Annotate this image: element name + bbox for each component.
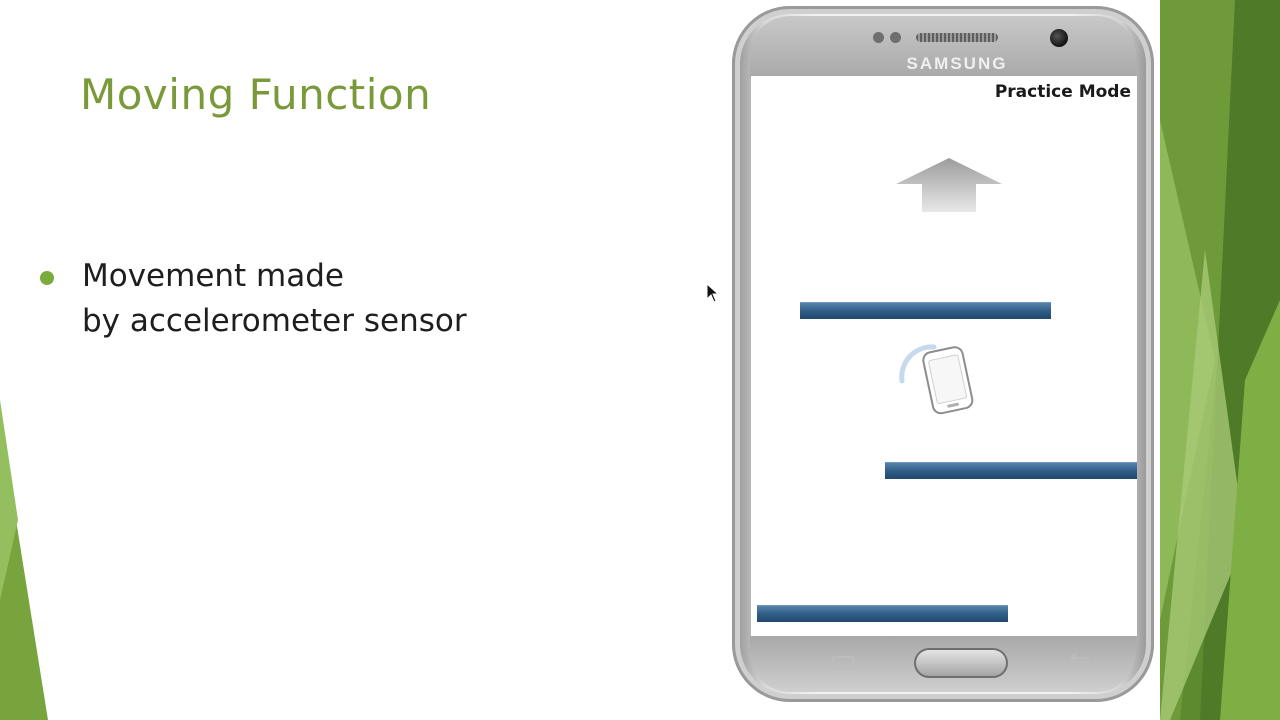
bullet-point-icon — [40, 271, 54, 285]
slide-title: Moving Function — [80, 70, 432, 119]
game-screen[interactable]: Practice Mode — [751, 76, 1137, 636]
mouse-cursor-icon — [706, 283, 720, 303]
platform-bar — [757, 605, 1008, 622]
up-arrow-icon — [896, 158, 1002, 212]
green-decoration-left — [0, 400, 48, 720]
bullet-text: Movement made by accelerometer sensor — [82, 254, 467, 344]
bullet-line: Movement made — [82, 258, 345, 294]
platform-bar — [800, 302, 1051, 319]
phone-top-bezel: SAMSUNG — [750, 16, 1136, 78]
sensor-dot — [890, 32, 901, 43]
back-icon[interactable] — [1066, 652, 1092, 674]
sensor-dot — [873, 32, 884, 43]
recent-apps-icon[interactable] — [832, 656, 854, 670]
platform-bar — [885, 462, 1137, 479]
phone-bottom-bezel — [750, 636, 1136, 692]
bullet-line: by accelerometer sensor — [82, 303, 467, 339]
home-button[interactable] — [914, 648, 1008, 678]
phone-device: SAMSUNG Practice Mode — [732, 6, 1154, 702]
speaker-grille — [916, 33, 998, 42]
mode-label: Practice Mode — [994, 82, 1131, 102]
rotating-phone-icon — [899, 344, 974, 415]
front-camera-icon — [1050, 29, 1068, 47]
green-decoration-right — [1160, 0, 1280, 720]
phone-brand-logo: SAMSUNG — [906, 54, 1008, 73]
